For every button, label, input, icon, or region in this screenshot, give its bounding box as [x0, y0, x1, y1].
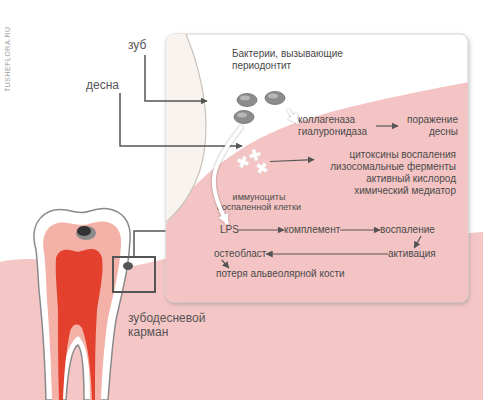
bacterium-highlight	[268, 94, 278, 99]
bacterium-body	[237, 94, 257, 107]
pocket-spot	[123, 262, 133, 270]
caries-spot	[76, 226, 96, 240]
flow-arrow	[414, 236, 421, 248]
bacterium-highlight	[237, 113, 247, 118]
node-label: поражение десны	[398, 114, 458, 138]
tooth-enamel	[34, 209, 130, 400]
effect-text: поражение десны	[398, 114, 458, 138]
node-label: воспаление	[380, 224, 435, 236]
bacterium-highlight	[240, 96, 250, 101]
node-heading: иммуноциты воспаленной клетки	[214, 192, 304, 212]
node-label: остеобласт	[214, 248, 266, 260]
flow-arrow	[270, 160, 314, 162]
panel-content	[166, 34, 468, 302]
bacteria-cluster: Бактерии, вызывающие периодонтит	[234, 90, 288, 126]
tooth-pulp	[56, 249, 103, 400]
process-text: воспаление	[380, 224, 435, 236]
part-label: десна	[86, 78, 136, 92]
node-label: LPS	[220, 224, 239, 236]
watermark: TUSHEFLORA.RU	[4, 12, 12, 92]
process-text: остеобласт	[214, 248, 266, 260]
tooth-surface	[166, 34, 206, 222]
bacterium	[237, 94, 257, 107]
bacterium	[234, 111, 254, 124]
flow-arrow	[266, 253, 388, 254]
tooth-dentin	[43, 221, 121, 400]
node-heading: Бактерии, вызывающие периодонтит	[232, 48, 382, 72]
mediator-list: цитоксины воспаления лизосомальные ферме…	[314, 149, 456, 197]
part-label: зуб	[128, 38, 168, 52]
flow-arrow	[214, 126, 242, 224]
gum-tissue	[166, 82, 468, 302]
part-label: зубодесневой карман	[128, 311, 220, 339]
process-text: потеря альвеолярной кости	[216, 268, 345, 280]
flow-arrow	[288, 110, 298, 124]
process-text: LPS	[220, 224, 239, 236]
enzyme-text: коллагеназа гиалуронидаза	[298, 114, 376, 138]
immune-cell	[254, 160, 270, 176]
immunocyte-shape	[234, 148, 270, 178]
node-label: потеря альвеолярной кости	[216, 268, 345, 280]
leader-line	[145, 55, 207, 101]
caries-spot	[77, 226, 91, 236]
tooth-edge	[166, 34, 206, 222]
process-text: комплемент	[284, 224, 340, 236]
node-label: комплемент	[284, 224, 340, 236]
leader-line	[120, 93, 242, 146]
bacterium-body	[265, 92, 285, 105]
gum-background	[0, 232, 483, 400]
immune-cell	[248, 148, 262, 162]
immune-cell	[236, 155, 250, 169]
node-label: коллагеназа гиалуронидаза	[298, 114, 376, 138]
flow-arrow	[340, 229, 380, 230]
bacteria-shape	[234, 90, 288, 126]
flow-arrow	[222, 260, 229, 268]
node-label: цитоксины воспаления лизосомальные ферме…	[314, 149, 456, 197]
zoom-box	[113, 257, 155, 292]
flow-arrow	[239, 229, 284, 230]
node-label: активация	[388, 248, 436, 260]
immunocyte-cluster: иммуноциты воспаленной клетки	[234, 148, 270, 178]
flow-arrow	[376, 125, 398, 126]
bacterium	[265, 92, 285, 105]
zoom-leader	[134, 231, 166, 257]
process-text: активация	[388, 248, 436, 260]
bacterium-body	[234, 111, 254, 124]
